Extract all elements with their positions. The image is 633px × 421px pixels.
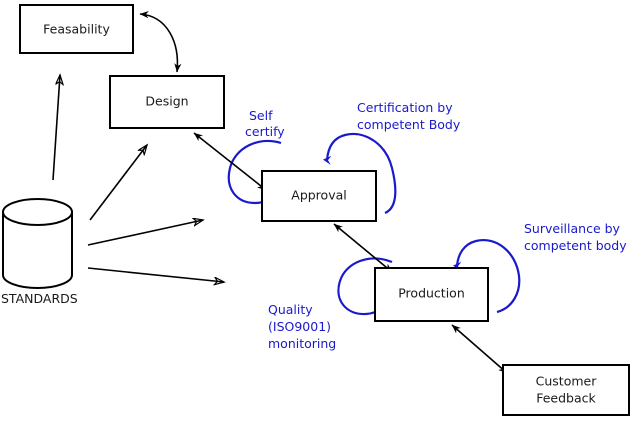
node-production[interactable]: Production xyxy=(374,267,489,322)
label-self-certify-line-2: certify xyxy=(245,124,285,139)
label-surveillance: Surveillance by competent body xyxy=(524,221,627,253)
label-quality-line-1: Quality xyxy=(268,302,313,317)
node-production-label: Production xyxy=(398,286,465,301)
edge-design-approval xyxy=(193,132,267,191)
label-quality-line-2: (ISO9001) xyxy=(268,319,331,334)
label-certification: Certification by competent Body xyxy=(357,100,461,132)
node-feasability[interactable]: Feasability xyxy=(19,4,134,54)
label-surveillance-line-2: competent body xyxy=(524,238,627,253)
node-feasability-label: Feasability xyxy=(43,22,110,37)
label-certification-line-2: competent Body xyxy=(357,117,461,132)
label-certification-line-1: Certification by xyxy=(357,100,453,115)
label-quality-line-3: monitoring xyxy=(268,336,336,351)
node-customer-feedback-label-2: Feedback xyxy=(536,391,596,406)
node-approval-label: Approval xyxy=(291,188,346,203)
edge-standards-production xyxy=(87,267,224,282)
node-approval[interactable]: Approval xyxy=(261,170,377,222)
edge-production-customer-feedback xyxy=(451,324,508,374)
edge-standards-approval xyxy=(87,220,203,246)
node-design[interactable]: Design xyxy=(109,75,225,129)
edge-standards-design xyxy=(89,145,147,221)
node-standards-label: STANDARDS xyxy=(1,291,78,306)
edge-approval-production xyxy=(333,223,393,273)
loop-certification xyxy=(323,132,397,215)
node-design-label: Design xyxy=(145,94,188,109)
node-customer-feedback-label-1: Customer xyxy=(536,374,598,389)
label-quality: Quality (ISO9001) monitoring xyxy=(268,302,336,351)
loop-surveillance xyxy=(453,238,521,314)
edge-standards-feasability xyxy=(52,75,60,181)
node-standards[interactable]: STANDARDS xyxy=(1,198,78,306)
label-surveillance-line-1: Surveillance by xyxy=(524,221,621,236)
label-self-certify: Self certify xyxy=(245,108,285,139)
label-self-certify-line-1: Self xyxy=(249,108,273,123)
edge-design-feasability xyxy=(139,11,182,73)
node-customer-feedback[interactable]: Customer Feedback xyxy=(502,364,630,416)
